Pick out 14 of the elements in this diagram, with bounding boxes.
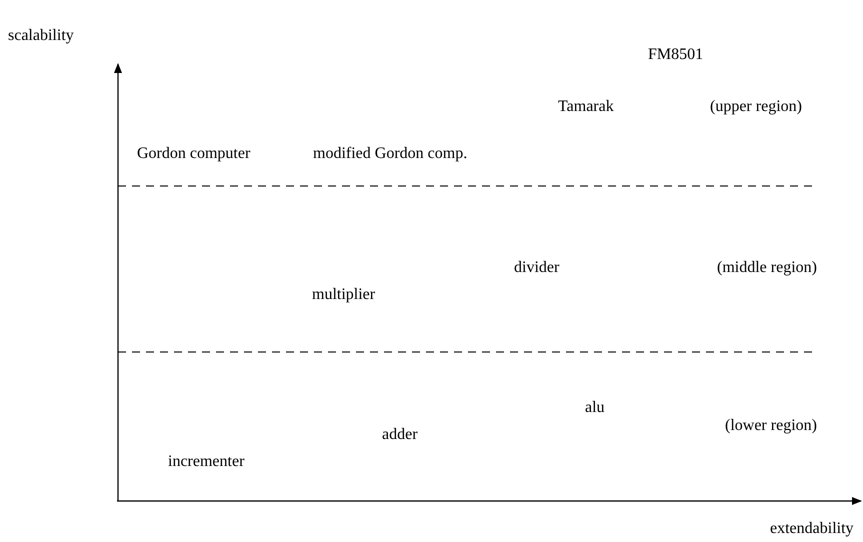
data-label: multiplier (312, 286, 376, 304)
data-label: modified Gordon comp. (313, 145, 468, 163)
data-label: divider (514, 259, 560, 277)
axis-title: scalability (8, 27, 74, 45)
data-label: alu (585, 399, 605, 417)
data-label: incrementer (168, 453, 244, 471)
region-label: (lower region) (725, 417, 817, 435)
axis-title: extendability (770, 520, 854, 538)
region-label: (middle region) (717, 259, 817, 277)
data-label: adder (382, 426, 418, 444)
region-label: (upper region) (710, 98, 802, 116)
data-label: FM8501 (648, 46, 704, 64)
data-label: Gordon computer (137, 145, 250, 163)
data-label: Tamarak (558, 98, 614, 116)
